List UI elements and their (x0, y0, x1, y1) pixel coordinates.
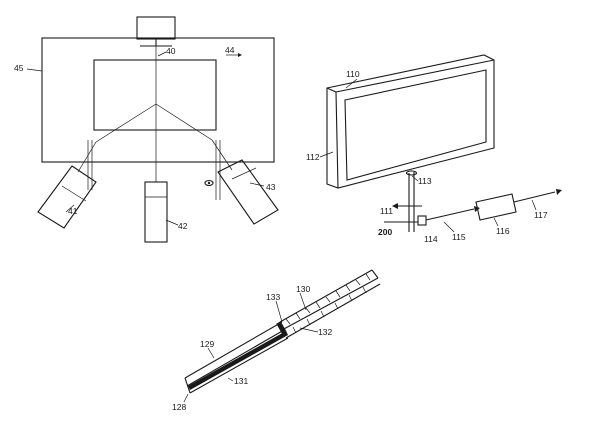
monitor-outer (326, 54, 495, 189)
camera-left (37, 165, 97, 229)
camera-right (217, 159, 279, 225)
label-43: 43 (266, 182, 276, 192)
label-133: 133 (266, 292, 280, 302)
joint (276, 321, 287, 335)
hatch-mid (292, 286, 367, 334)
figure-bottom: 133 130 132 129 131 128 (172, 269, 381, 412)
label-200: 200 (378, 227, 392, 237)
top-box (136, 16, 176, 40)
sensor-box (417, 215, 427, 226)
label-115: 115 (452, 232, 466, 242)
label-132: 132 (318, 327, 332, 337)
label-42: 42 (178, 221, 188, 231)
label-113: 113 (418, 176, 432, 186)
label-129: 129 (200, 339, 214, 349)
monitor-screen (344, 69, 487, 181)
label-128: 128 (172, 402, 186, 412)
hatch-top (285, 273, 371, 325)
camera-bottom (144, 181, 168, 243)
outer-frame (41, 37, 275, 163)
dark-strip (188, 331, 288, 390)
inner-screen (93, 59, 217, 131)
label-130: 130 (296, 284, 310, 294)
label-45: 45 (14, 63, 24, 73)
figure-left: 45 40 44 41 43 42 (14, 16, 279, 243)
label-110: 110 (346, 69, 360, 79)
figure-right: 110 112 113 111 200 114 115 116 117 (306, 54, 562, 244)
label-117: 117 (534, 210, 548, 220)
unit-box (475, 193, 517, 221)
label-116: 116 (496, 226, 510, 236)
label-111: 111 (380, 206, 393, 216)
label-131: 131 (234, 376, 248, 386)
label-44: 44 (225, 45, 235, 55)
label-41: 41 (68, 206, 78, 216)
label-112: 112 (306, 152, 320, 162)
label-114: 114 (424, 234, 438, 244)
label-40: 40 (166, 46, 176, 56)
